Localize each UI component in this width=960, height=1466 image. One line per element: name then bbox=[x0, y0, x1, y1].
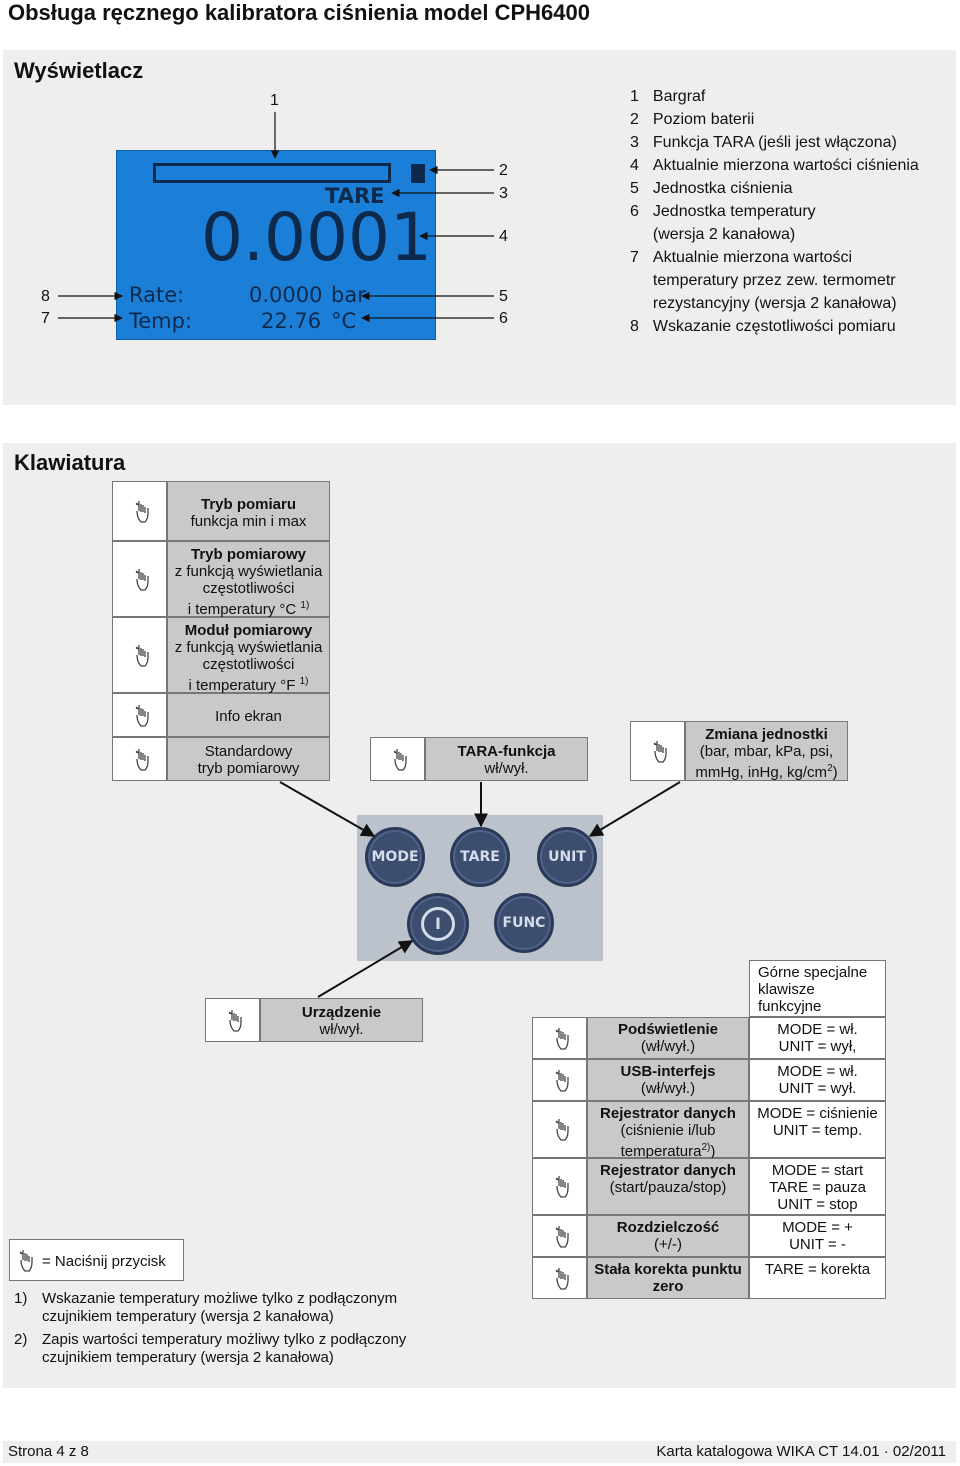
temp-value: 22.76 bbox=[261, 309, 322, 333]
legend-item: 6 Jednostka temperatury bbox=[630, 203, 816, 220]
legend-item: 8 Wskazanie częstotliwości pomiaru bbox=[630, 318, 896, 335]
press-hand-icon bbox=[133, 704, 149, 728]
press-icon-cell bbox=[112, 693, 167, 737]
callout-3: 3 bbox=[499, 185, 508, 202]
footnote-2: 2) Zapis wartości temperatury możliwy ty… bbox=[14, 1331, 407, 1366]
battery-icon bbox=[411, 164, 425, 183]
legend-item: 3 Funkcja TARA (jeśli jest włączona) bbox=[630, 134, 897, 151]
press-hand-icon bbox=[133, 644, 149, 668]
callout-8: 8 bbox=[41, 288, 50, 305]
press-hand-icon bbox=[553, 1069, 569, 1093]
callout-5: 5 bbox=[499, 288, 508, 305]
press-hand-icon bbox=[553, 1027, 569, 1051]
special-combo-2: MODE = wł.UNIT = wył. bbox=[749, 1059, 886, 1101]
press-hand-icon bbox=[553, 1225, 569, 1249]
press-icon-cell bbox=[532, 1215, 587, 1257]
func-button[interactable]: FUNC bbox=[494, 893, 554, 953]
press-icon-cell bbox=[630, 721, 685, 781]
legend-item: 2 Poziom baterii bbox=[630, 111, 755, 128]
tare-button[interactable]: TARE bbox=[450, 827, 510, 887]
legend-item: 1 Bargraf bbox=[630, 88, 706, 105]
special-keys-header: Górne specjalne klawisze funkcyjne bbox=[749, 960, 886, 1017]
press-icon-cell bbox=[205, 998, 260, 1042]
press-icon-cell bbox=[112, 737, 167, 781]
display-section-title: Wyświetlacz bbox=[14, 58, 144, 83]
temp-unit: °C bbox=[331, 309, 357, 333]
press-icon-cell bbox=[532, 1017, 587, 1059]
legend-item: temperatury przez zew. termometr bbox=[652, 272, 896, 289]
callout-1: 1 bbox=[270, 92, 279, 109]
press-icon-cell bbox=[112, 617, 167, 693]
keyboard-connector-arrows bbox=[279, 781, 681, 998]
legend-item: 7 Aktualnie mierzona wartości bbox=[630, 249, 853, 266]
press-icon-cell bbox=[370, 737, 425, 781]
bargraph bbox=[153, 163, 391, 183]
pressure-reading: 0.0001 bbox=[201, 199, 432, 276]
rate-label: Rate: bbox=[129, 283, 185, 307]
temp-label: Temp: bbox=[129, 309, 193, 333]
legend-item: rezystancyjny (wersja 2 kanałowa) bbox=[652, 295, 897, 312]
press-icon-cell bbox=[532, 1158, 587, 1215]
lcd-screen: TARE 0.0001 Rate: 0.0000 bar Temp: 22.76… bbox=[116, 150, 436, 340]
special-function-1: Podświetlenie(wł/wył.) bbox=[587, 1017, 749, 1059]
display-callout-arrows bbox=[58, 112, 494, 323]
special-function-2: USB-interfejs(wł/wył.) bbox=[587, 1059, 749, 1101]
mode-button[interactable]: MODE bbox=[365, 827, 425, 887]
special-combo-6: TARE = korekta bbox=[749, 1257, 886, 1299]
callout-6: 6 bbox=[499, 310, 508, 327]
press-hand-icon bbox=[226, 1009, 242, 1033]
unit-button[interactable]: UNIT bbox=[537, 827, 597, 887]
footnote-1: 1) Wskazanie temperatury możliwe tylko z… bbox=[14, 1290, 398, 1325]
press-hand-icon bbox=[17, 1249, 33, 1273]
power-icon: I bbox=[421, 907, 455, 941]
callout-7: 7 bbox=[41, 310, 50, 327]
legend-item: 5 Jednostka ciśnienia bbox=[630, 180, 793, 197]
keypad: MODE TARE UNIT I FUNC bbox=[357, 815, 603, 961]
special-function-4: Rejestrator danych(start/pauza/stop) bbox=[587, 1158, 749, 1215]
callout-4: 4 bbox=[499, 228, 508, 245]
callout-2: 2 bbox=[499, 162, 508, 179]
display-legend: 1 Bargraf 2 Poziom baterii 3 Funkcja TAR… bbox=[630, 85, 919, 338]
press-legend: = Naciśnij przycisk bbox=[9, 1239, 184, 1281]
press-icon-cell bbox=[532, 1059, 587, 1101]
press-hand-icon bbox=[553, 1267, 569, 1291]
keyboard-section-title: Klawiatura bbox=[14, 450, 126, 475]
pressure-unit: bar bbox=[331, 283, 366, 307]
press-icon-cell bbox=[112, 541, 167, 617]
legend-item: (wersja 2 kanałowa) bbox=[652, 226, 796, 243]
special-combo-5: MODE = +UNIT = - bbox=[749, 1215, 886, 1257]
press-icon-cell bbox=[112, 481, 167, 541]
press-hand-icon bbox=[133, 568, 149, 592]
power-button[interactable]: I bbox=[407, 893, 469, 955]
unit-function: Zmiana jednostki(bar, mbar, kPa, psi,mmH… bbox=[685, 721, 848, 781]
mode-function-4: Info ekran bbox=[167, 693, 330, 737]
rate-value: 0.0000 bbox=[249, 283, 323, 307]
catalog-reference: Karta katalogowa WIKA CT 14.01 · 02/2011 bbox=[656, 1443, 946, 1460]
press-hand-icon bbox=[553, 1175, 569, 1199]
press-icon-cell bbox=[532, 1257, 587, 1299]
page-title: Obsługa ręcznego kalibratora ciśnienia m… bbox=[8, 0, 590, 25]
legend-item: 4 Aktualnie mierzona wartości ciśnienia bbox=[630, 157, 919, 174]
footer-bar bbox=[3, 1441, 956, 1463]
special-combo-1: MODE = wł.UNIT = wył, bbox=[749, 1017, 886, 1059]
page-number: Strona 4 z 8 bbox=[8, 1443, 89, 1460]
press-hand-icon bbox=[553, 1118, 569, 1142]
press-icon-cell bbox=[532, 1101, 587, 1158]
special-function-5: Rozdzielczość(+/-) bbox=[587, 1215, 749, 1257]
tare-indicator: TARE bbox=[325, 184, 385, 208]
press-hand-icon bbox=[133, 500, 149, 524]
